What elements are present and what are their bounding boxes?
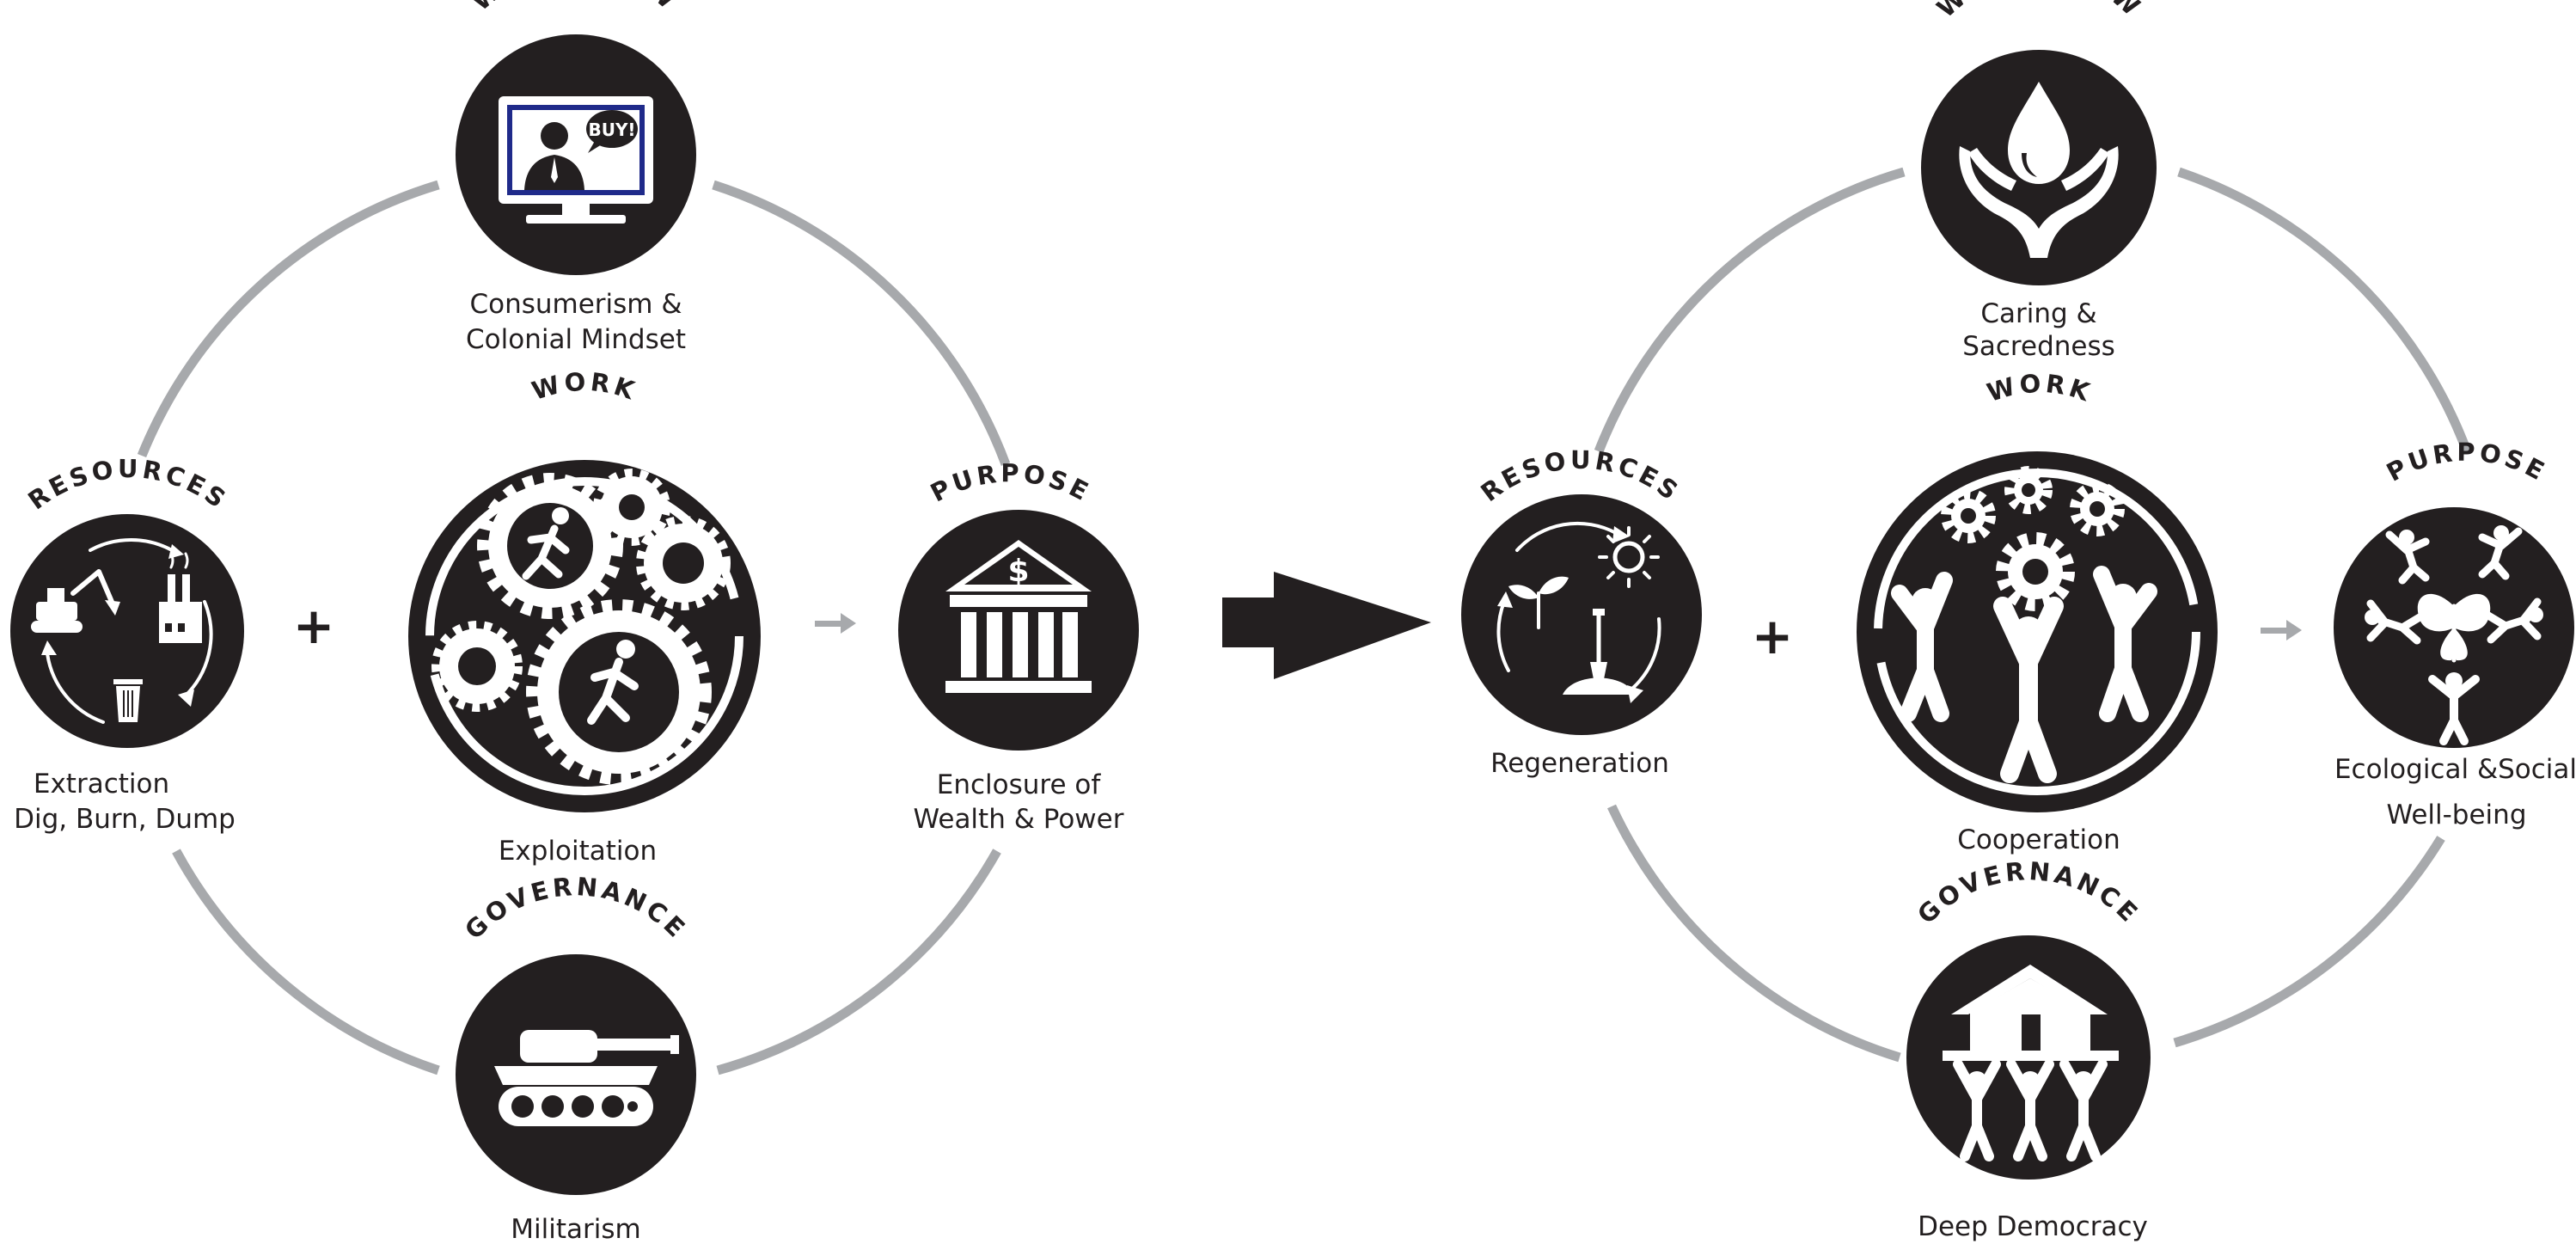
right-worldview-heading: WORLDVIEW [1931,0,2148,23]
right-worldview-node: WORLDVIEW Caring & Sacredness [1921,0,2157,362]
right-worldview-caption-2: Sacredness [1962,331,2115,362]
right-governance-node: GOVERNANCE Deep Democracy [1906,856,2151,1242]
left-resources-caption-2: Dig, Burn, Dump [14,804,236,835]
left-work-caption: Exploitation [499,836,657,867]
excavator-factory-trash-cycle-icon [31,538,213,724]
right-resources-caption: Regeneration [1490,748,1669,779]
left-work-node: WORK [391,367,774,867]
right-flow-arrow-icon [2261,620,2302,640]
left-plus-sign: + [293,597,335,655]
left-model: WORLDVIEW BUY! Consumerism & Colonial Mi… [10,0,1139,1244]
left-worldview-heading: WORLDVIEW [467,0,684,16]
left-governance-node: GOVERNANCE Militarism [456,872,696,1244]
left-ring [137,180,1011,1075]
right-plus-sign: + [1752,607,1794,665]
right-purpose-caption-2: Well-being [2386,800,2526,830]
left-purpose-heading: PURPOSE [926,458,1096,507]
left-purpose-caption-2: Wealth & Power [914,804,1124,835]
people-holding-house-icon [1943,965,2119,1161]
right-work-node: WORK [1848,369,2228,855]
right-resources-node: RESOURCES [1461,445,1702,779]
hands-water-drop-icon [1959,82,2119,258]
right-governance-heading: GOVERNANCE [1912,856,2145,929]
left-worldview-node: WORLDVIEW BUY! Consumerism & Colonial Mi… [456,0,696,355]
right-worldview-caption-1: Caring & [1980,298,2096,329]
monitor-salesman-buy-icon: BUY! [499,96,653,224]
right-purpose-caption-1: Ecological &Social [2334,754,2576,785]
right-work-caption: Cooperation [1957,824,2120,855]
buy-bubble-text: BUY! [588,119,635,140]
bank-dollar-icon: $ [945,540,1092,693]
right-model: WORLDVIEW Caring & Sacredness RESOURCES [1461,0,2576,1242]
left-resources-node: RESOURCES [10,454,244,835]
left-flow-arrow-icon [815,613,856,634]
left-governance-caption: Militarism [511,1214,640,1244]
tank-icon [494,1030,679,1126]
left-resources-heading: RESOURCES [22,454,233,515]
sprout-sun-shovel-cycle-icon [1496,521,1661,703]
dollar-symbol: $ [1007,554,1029,589]
right-purpose-node: PURPOSE Ec [2334,438,2576,830]
left-worldview-caption-1: Consumerism & [469,289,682,320]
right-purpose-heading: PURPOSE [2382,438,2552,487]
gears-running-workers-icon [431,469,731,785]
people-lifting-gears-icon [1891,466,2157,783]
left-purpose-caption-1: Enclosure of [937,769,1102,800]
right-work-heading: WORK [1984,369,2096,408]
left-purpose-node: PURPOSE $ Enclosure of Wealth & Power [898,458,1139,835]
left-work-heading: WORK [529,367,641,407]
right-ring [1594,167,2472,1063]
big-right-arrow-icon [1222,572,1431,679]
left-governance-heading: GOVERNANCE [459,872,693,945]
right-governance-caption: Deep Democracy [1918,1211,2148,1242]
people-butterfly-icon [2365,525,2543,745]
left-resources-caption-1: Extraction [34,769,169,800]
left-worldview-caption-2: Colonial Mindset [466,324,686,355]
